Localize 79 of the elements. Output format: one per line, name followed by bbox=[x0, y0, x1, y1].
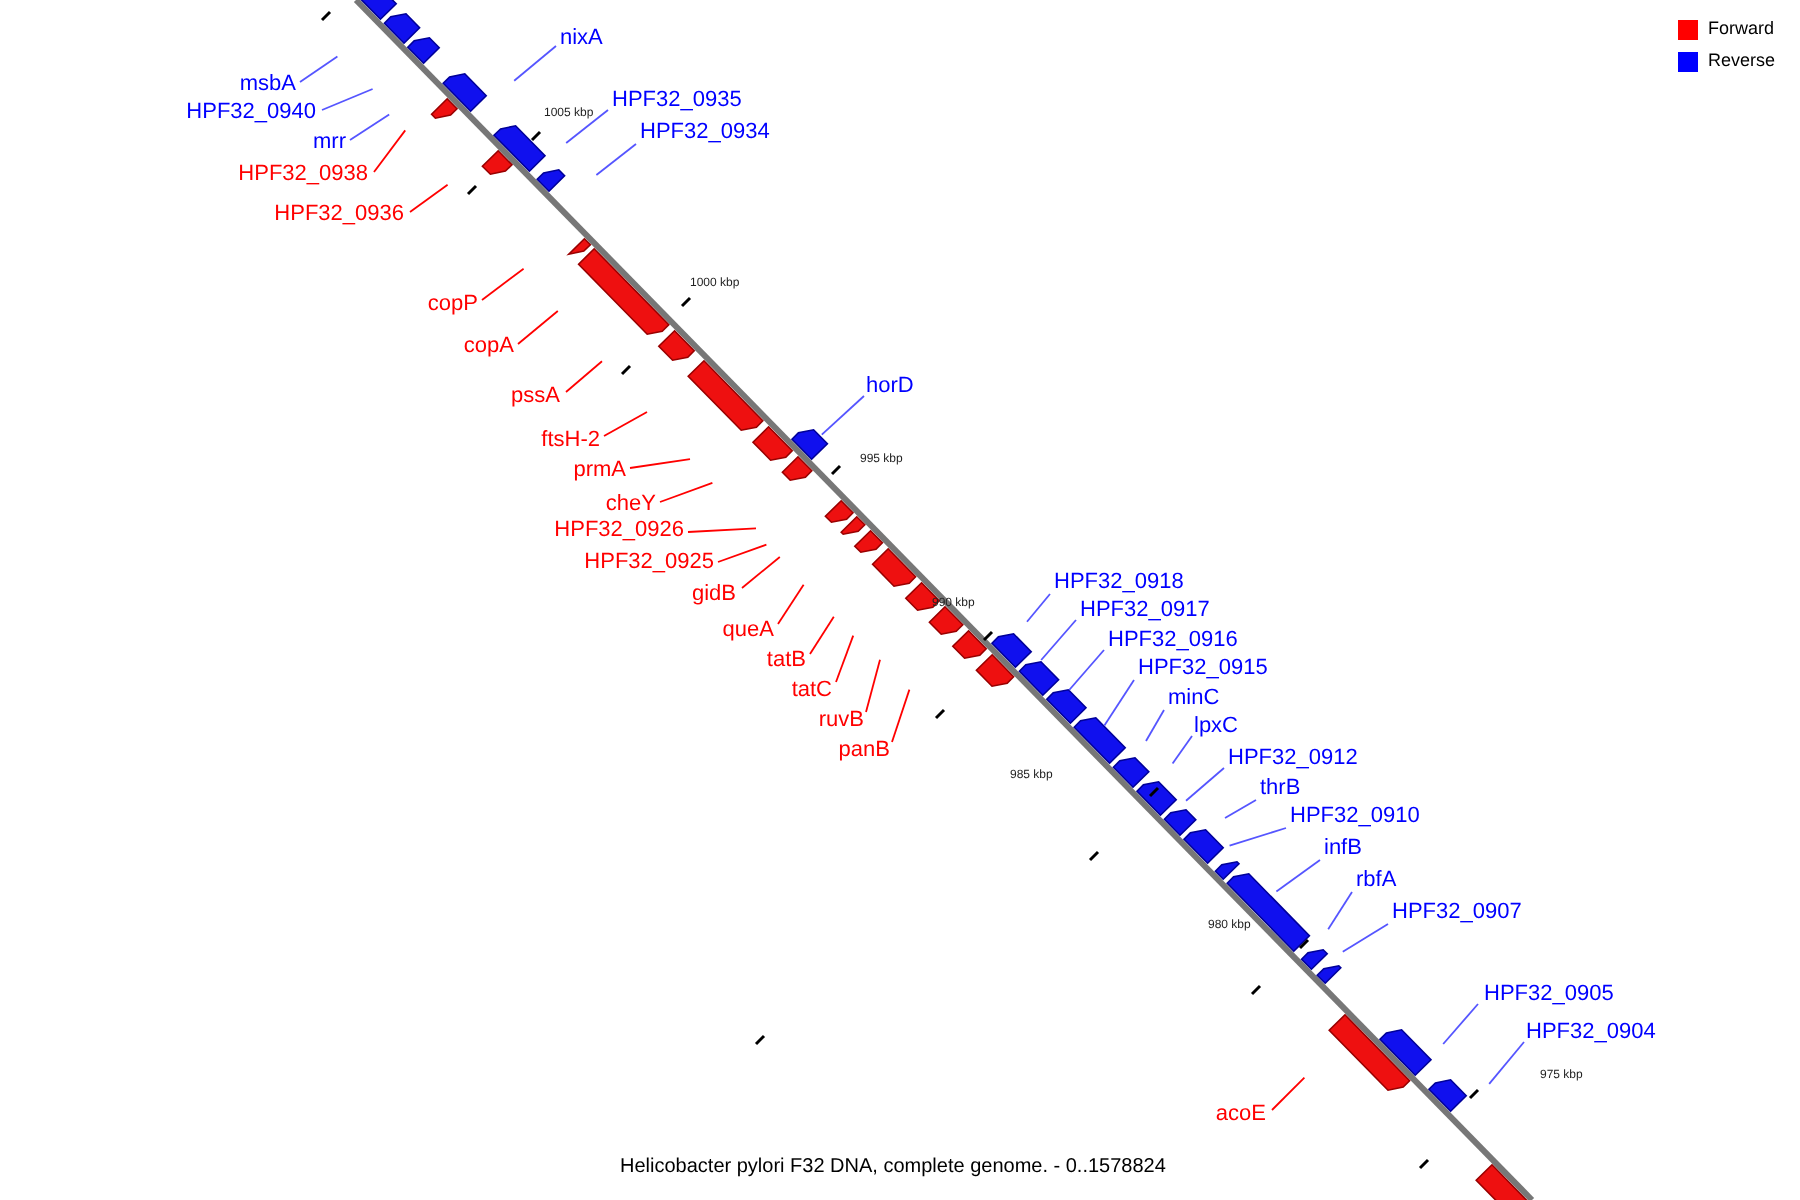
gene-label: HPF32_0912 bbox=[1228, 746, 1358, 772]
leader-line bbox=[1327, 891, 1353, 931]
gene-label: HPF32_0904 bbox=[1526, 1020, 1656, 1046]
gene-label: copP bbox=[427, 292, 478, 318]
leader-line bbox=[565, 360, 603, 393]
gene-label: queA bbox=[722, 618, 774, 644]
leader-line bbox=[513, 45, 557, 82]
leader-line bbox=[820, 395, 865, 436]
leader-line bbox=[1341, 923, 1389, 953]
leader-line bbox=[809, 615, 835, 655]
gene-label: HPF32_0907 bbox=[1392, 900, 1522, 926]
legend-label: Reverse bbox=[1708, 48, 1776, 74]
gene-label: copA bbox=[463, 334, 514, 360]
leader-line bbox=[777, 583, 805, 625]
gene-label: infB bbox=[1324, 836, 1362, 862]
leader-line bbox=[1171, 735, 1193, 765]
leader-line bbox=[1224, 799, 1257, 819]
gene-label: HPF32_0938 bbox=[238, 162, 368, 188]
gene-label: HPF32_0934 bbox=[640, 120, 770, 146]
leader-line bbox=[481, 267, 525, 301]
gene-label: HPF32_0935 bbox=[612, 88, 742, 114]
leader-line bbox=[629, 458, 691, 469]
leader-line bbox=[1275, 859, 1321, 893]
leader-line bbox=[299, 55, 339, 83]
leader-line bbox=[1442, 1003, 1479, 1045]
leader-line bbox=[891, 688, 911, 743]
gene-label: HPF32_0940 bbox=[186, 100, 316, 126]
gene-label: HPF32_0926 bbox=[554, 518, 684, 544]
leader-line bbox=[1228, 827, 1287, 847]
leader-line bbox=[1145, 709, 1165, 742]
gene-label: msbA bbox=[239, 72, 296, 98]
leader-line bbox=[565, 109, 609, 144]
gene-label: HPF32_0905 bbox=[1484, 982, 1614, 1008]
gene-label: HPF32_0936 bbox=[274, 202, 404, 228]
leader-line bbox=[409, 183, 449, 213]
gene-label: cheY bbox=[605, 492, 656, 518]
gene-label: thrB bbox=[1260, 776, 1301, 802]
leader-line bbox=[1488, 1041, 1525, 1085]
leader-line bbox=[1103, 679, 1135, 727]
gene-label: acoE bbox=[1215, 1102, 1266, 1128]
gene-label: rbfA bbox=[1356, 868, 1397, 894]
gene-label: tatC bbox=[791, 678, 832, 704]
gene-label: HPF32_0917 bbox=[1080, 598, 1210, 624]
gene-label: mrr bbox=[313, 130, 346, 156]
gene-label: minC bbox=[1168, 686, 1220, 712]
leader-line bbox=[321, 88, 374, 111]
gene-label: HPF32_0916 bbox=[1108, 628, 1238, 654]
leader-line bbox=[741, 556, 781, 589]
gene-label: HPF32_0910 bbox=[1290, 804, 1420, 830]
leader-line bbox=[659, 481, 714, 503]
gene-label: ruvB bbox=[818, 708, 864, 734]
gene-label: pssA bbox=[511, 384, 560, 410]
gene-label: HPF32_0925 bbox=[584, 550, 714, 576]
gene-label: horD bbox=[866, 374, 914, 400]
leader-line bbox=[1040, 619, 1077, 661]
gene-label: lpxC bbox=[1194, 714, 1239, 740]
leader-line bbox=[835, 634, 855, 683]
gene-label: tatB bbox=[766, 648, 806, 674]
leader-line bbox=[717, 543, 768, 563]
leader-line bbox=[1271, 1076, 1306, 1111]
leader-line bbox=[687, 527, 757, 533]
legend-label: Forward bbox=[1708, 16, 1775, 42]
leader-line bbox=[603, 411, 648, 437]
gene-label: gidB bbox=[691, 582, 736, 608]
gene-label: HPF32_0918 bbox=[1054, 570, 1184, 596]
leader-line bbox=[865, 658, 881, 713]
gene-label: prmA bbox=[573, 458, 626, 484]
leader-line bbox=[1068, 649, 1105, 691]
leader-line bbox=[373, 129, 407, 173]
leader-line bbox=[517, 310, 559, 345]
leader-line bbox=[1185, 767, 1225, 802]
gene-label: HPF32_0915 bbox=[1138, 656, 1268, 682]
leader-line bbox=[349, 113, 391, 141]
leader-line bbox=[595, 143, 637, 176]
caption: Helicobacter pylori F32 DNA, complete genome. - 0..1578824 bbox=[620, 1154, 1166, 1180]
gene-label: panB bbox=[838, 738, 890, 764]
gene-label: nixA bbox=[560, 26, 603, 52]
leader-line bbox=[1026, 593, 1051, 623]
gene-label: ftsH-2 bbox=[541, 428, 600, 454]
